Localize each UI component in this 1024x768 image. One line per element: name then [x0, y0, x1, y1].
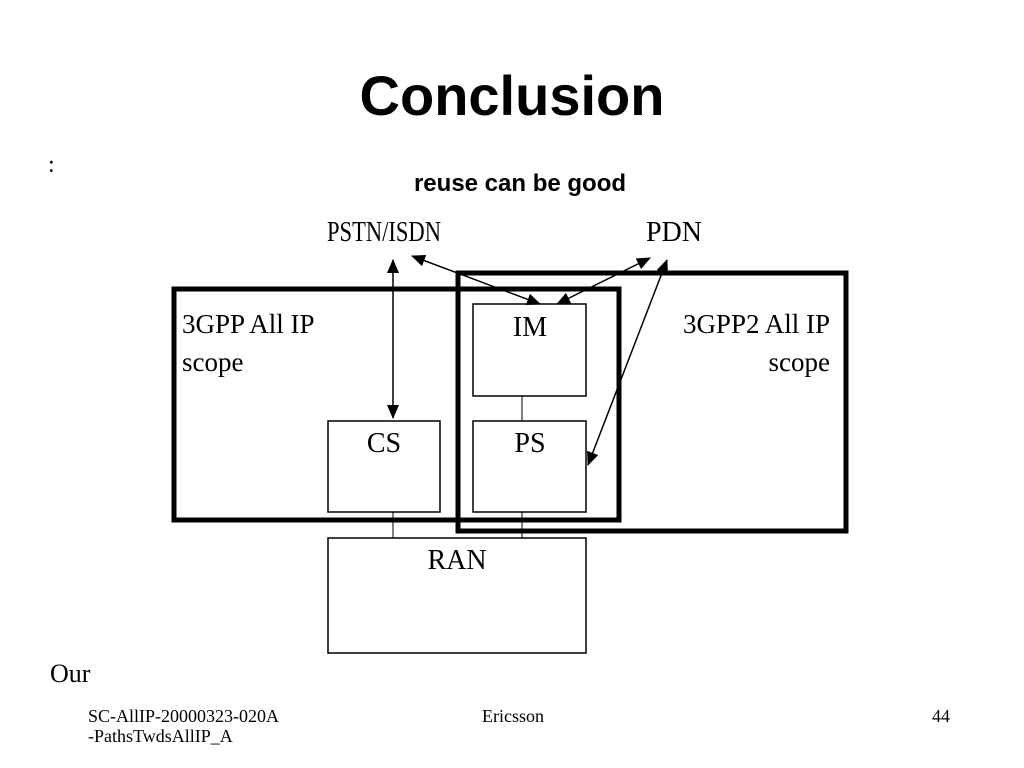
- scope-3gpp-label-line2: scope: [182, 347, 243, 377]
- scope-3gpp-label-line1: 3GPP All IP: [182, 309, 315, 339]
- box-cs: [327, 420, 441, 513]
- scope-3gpp2-label-line1: 3GPP2 All IP: [683, 309, 830, 339]
- box-ps: [472, 420, 587, 513]
- box-ran: [327, 537, 587, 654]
- box-im-label: IM: [513, 312, 547, 343]
- footer-page-number: 44: [932, 706, 950, 726]
- slide-title: Conclusion: [359, 64, 665, 127]
- arrow-pstn-im: [411, 254, 541, 306]
- box-cs-label: CS: [367, 428, 401, 459]
- box-ran-label: RAN: [427, 545, 486, 576]
- box-ps-label: PS: [514, 428, 545, 459]
- label-pdn: PDN: [646, 217, 702, 248]
- label-pstn-isdn: PSTN/ISDN: [327, 217, 441, 248]
- arrow-pdn-ps: [587, 259, 668, 466]
- bottom-text: Our: [50, 659, 91, 688]
- diagram-subtitle: reuse can be good: [413, 170, 627, 197]
- box-im: [472, 303, 587, 397]
- footer-document-id: SC-AllIP-20000323-020A-PathsTwdsAllIP_A: [88, 706, 280, 746]
- scope-3gpp2-label-line2: scope: [769, 347, 830, 377]
- arrow-pdn-im: [556, 257, 651, 305]
- footer-company: Ericsson: [482, 706, 544, 726]
- bullet-marker: :: [48, 152, 55, 178]
